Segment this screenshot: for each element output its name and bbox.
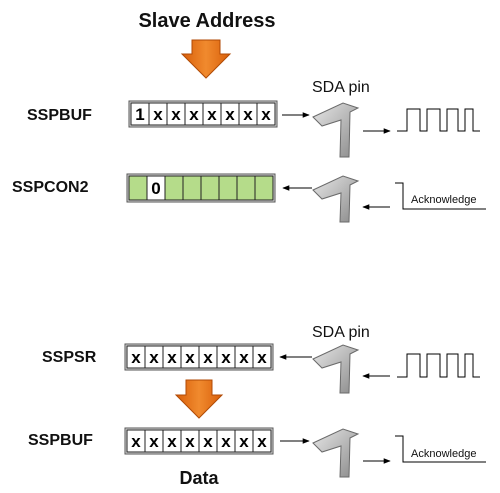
sspbuf-bottom-bit-value: x [185, 432, 195, 451]
acknowledge-waveform-bottom [395, 435, 486, 463]
sspcon2-bit-cell [236, 175, 256, 201]
sspbuf-bottom-bit-value: x [149, 432, 159, 451]
sspsr-label: SSPSR [42, 349, 97, 366]
sspbuf-top-bit-cell [256, 102, 276, 126]
sspbuf-top-bit-value: x [171, 105, 181, 124]
sda-pin-icon-middle [312, 175, 360, 223]
sspbuf-top-bit-value: x [261, 105, 271, 124]
sspbuf-top-bit-value: x [207, 105, 217, 124]
data-label: Data [179, 468, 219, 488]
sspsr-bit-value: x [239, 348, 249, 367]
sspcon2-bit-cell [164, 175, 184, 201]
sspsr-bit-cell [252, 345, 272, 369]
sspbuf-top-bit-value: x [243, 105, 253, 124]
sspcon2-register: 0 [126, 173, 276, 203]
sspcon2-bit-cell [254, 175, 274, 201]
sspbuf-bottom-bit-value: x [239, 432, 249, 451]
acknowledge-waveform-top [395, 182, 486, 210]
sspsr-bit-value: x [221, 348, 231, 367]
sspbuf-bottom-bit-value: x [131, 432, 141, 451]
sda-pin-icon-top [312, 102, 360, 158]
sspbuf-bottom-bit-value: x [167, 432, 177, 451]
acknowledge-label-bottom: Acknowledge [411, 448, 476, 460]
sspcon2-bit-value: 0 [151, 179, 160, 198]
sspsr-bit-value: x [149, 348, 159, 367]
title: Slave Address [138, 10, 275, 32]
sspcon2-bit-cell [128, 175, 148, 201]
down-arrow-bottom [174, 379, 224, 419]
sda-pin-label-bottom: SDA pin [312, 324, 370, 341]
sspbuf-top-bit-value: 1 [135, 105, 144, 124]
sspbuf-top-bit-value: x [225, 105, 235, 124]
clock-waveform-bottom [397, 353, 480, 378]
sspcon2-bit-cell [200, 175, 220, 201]
down-arrow-top [180, 39, 232, 79]
clock-waveform-top [397, 108, 480, 132]
sda-pin-label-top: SDA pin [312, 79, 370, 96]
sspcon2-label: SSPCON2 [12, 179, 89, 196]
sspbuf-top-bit-value: x [153, 105, 163, 124]
sspcon2-bit-cell [218, 175, 238, 201]
sda-pin-icon-bottom [312, 344, 360, 394]
sspbuf-label-top: SSPBUF [27, 107, 92, 124]
sspsr-bit-value: x [257, 348, 267, 367]
sspbuf-bottom-bit-value: x [257, 432, 267, 451]
sspsr-bit-value: x [167, 348, 177, 367]
sspbuf-top-bit-value: x [189, 105, 199, 124]
sspsr-bit-value: x [185, 348, 195, 367]
sspbuf-bottom-bit-value: x [203, 432, 213, 451]
sspsr-bit-value: x [131, 348, 141, 367]
sda-pin-icon-bottom-2 [312, 428, 360, 478]
sspsr-bit-value: x [203, 348, 213, 367]
sspbuf-bottom-bit-value: x [221, 432, 231, 451]
sspbuf-label-bottom: SSPBUF [28, 432, 93, 449]
sspcon2-bit-cell [182, 175, 202, 201]
acknowledge-label-top: Acknowledge [411, 194, 476, 206]
sspbuf-bottom-bit-cell [252, 429, 272, 453]
